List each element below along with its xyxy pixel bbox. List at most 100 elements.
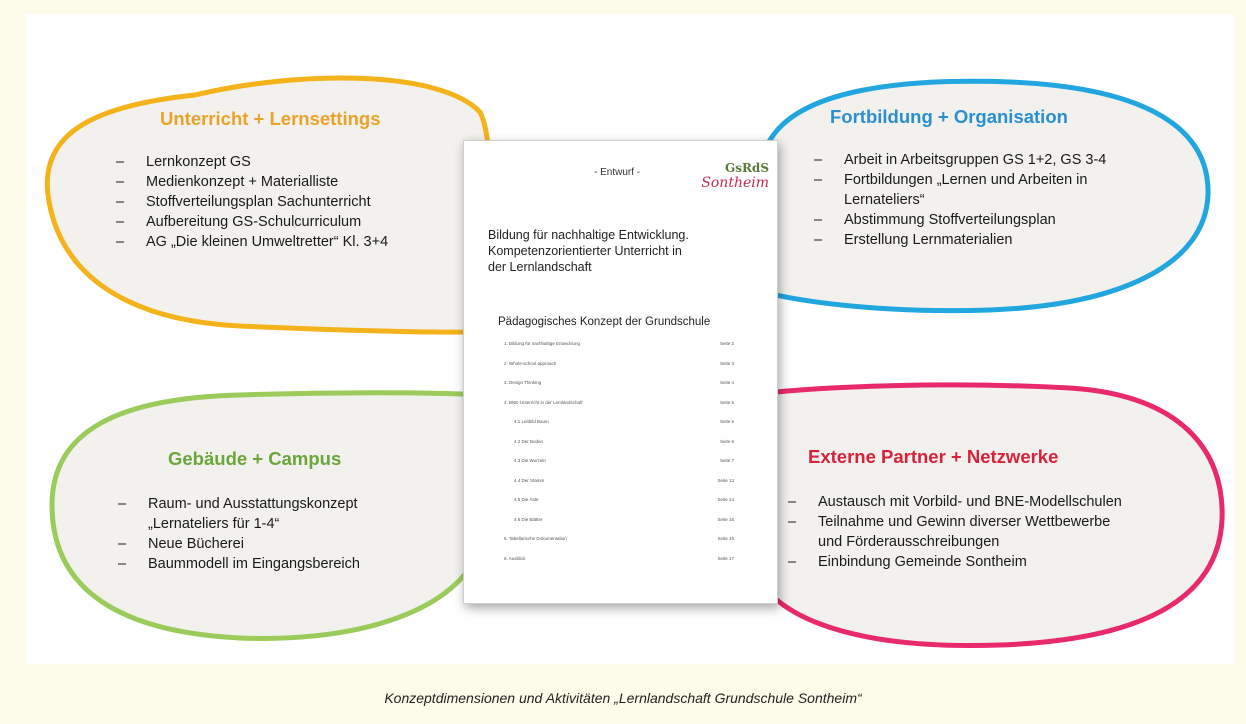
toc-entry-label: 4. BNE-Unterricht in der Lernlandschaft — [504, 399, 583, 405]
toc-entry-label: 4.2 Der Boden — [514, 438, 544, 444]
bubble-title: Unterricht + Lernsettings — [160, 108, 381, 129]
toc-entry-page: Seite 4 — [719, 380, 734, 385]
toc-entry-label: 4.6 Die Blätter — [514, 516, 543, 522]
bubble-list-item-text: Aufbereitung GS-Schulcurriculum — [146, 214, 362, 230]
logo-top-text: GsRdS — [724, 161, 769, 175]
logo-bottom-text: Sontheim — [701, 175, 769, 191]
dash-bullet-icon: – — [116, 234, 125, 250]
toc-entry-page: Seite 3 — [719, 360, 734, 366]
dash-bullet-icon: – — [814, 152, 823, 168]
bubble-list-item: – Stoffverteilungsplan Sachunterricht — [116, 192, 470, 212]
dash-bullet-icon: – — [116, 174, 125, 190]
toc-entry-label: 6. Ausblick — [504, 555, 526, 561]
bubble-list-item: –Teilnahme und Gewinn diverser Wettbewer… — [788, 512, 1220, 552]
bubble-list-item-text: Fortbildungen „Lernen und Arbeiten in Le… — [844, 172, 1088, 208]
toc-entry: 4.3 Die Wurzeln Seite 7 — [504, 458, 734, 478]
bubble-list: – Austausch mit Vorbild- und BNE-Modellsc… — [788, 492, 1220, 572]
bubble-list: – Arbeit in Arbeitsgruppen GS 1+2, GS 3-4… — [814, 150, 1190, 250]
toc-entry-page: Seite 16 — [717, 536, 734, 541]
bubble-list: –Raum- und Ausstattungskonzept „Lernatel… — [118, 494, 470, 574]
toc-entry-page: Seite 5 — [719, 399, 734, 405]
toc-entry: 4.5 Die Äste Seite 14 — [504, 497, 734, 517]
dash-bullet-icon: – — [814, 212, 823, 228]
dash-bullet-icon: – — [788, 494, 797, 510]
bubble-list: – Lernkonzept GS – Medienkonzept + Material… — [116, 152, 470, 252]
bubble-list-item: – AG „Die kleinen Umweltretter“ Kl. 3+4 — [116, 232, 470, 252]
bubble-list-item-text: Einbindung Gemeinde Sontheim — [818, 554, 1027, 570]
dash-bullet-icon: – — [116, 214, 125, 230]
document-title-line: der Lernlandschaft — [488, 260, 592, 274]
bubble-gebaeude: Gebäude + Campus –Raum- und Ausstattungs… — [90, 448, 470, 574]
bubble-title: Fortbildung + Organisation — [830, 106, 1068, 127]
bubble-list-item-text: Baummodell im Eingangsbereich — [148, 556, 360, 572]
bubble-list-item-text: AG „Die kleinen Umweltretter“ Kl. 3+4 — [146, 234, 389, 250]
toc-entry-page: Seite 7 — [719, 458, 734, 463]
document-title-line: Kompetenzorientierter Unterricht in — [488, 244, 682, 258]
dash-bullet-icon: – — [116, 154, 125, 170]
toc-entry-page: Seite 13 — [717, 477, 734, 483]
bubble-list-item-text: Austausch mit Vorbild- und BNE-Modellsch… — [818, 494, 1122, 510]
dash-bullet-icon: – — [116, 194, 125, 210]
bubble-list-item-text: Stoffverteilungsplan Sachunterricht — [146, 194, 371, 210]
bubble-list-item-text: Teilnahme und Gewinn diverser Wettbewerb… — [818, 514, 1111, 550]
dash-bullet-icon: – — [118, 536, 127, 552]
draft-label: - Entwurf - — [594, 167, 641, 178]
bubble-list-item: – Aufbereitung GS-Schulcurriculum — [116, 212, 470, 232]
bubble-outline-top-right — [752, 78, 1211, 314]
figure-caption: Konzeptdimensionen und Aktivitäten „Lern… — [384, 690, 862, 706]
bubble-list-item: – Baummodell im Eingangsbereich — [118, 554, 470, 574]
bubble-list-item: –Raum- und Ausstattungskonzept „Lernatel… — [118, 494, 470, 534]
toc-entry-label: 3. Design Thinking — [504, 380, 542, 385]
bubble-list-item-text: Arbeit in Arbeitsgruppen GS 1+2, GS 3-4 — [844, 152, 1107, 168]
bubble-list-item-text: Erstellung Lernmaterialien — [844, 232, 1013, 248]
bubble-list-item-text: Neue Bücherei — [148, 536, 244, 552]
bubble-title: Externe Partner + Netzwerke — [808, 446, 1059, 467]
bubble-list-item: – Abstimmung Stoffverteilungsplan — [814, 210, 1190, 230]
bubble-list-item-text: Medienkonzept + Materialliste — [146, 174, 339, 190]
dash-bullet-icon: – — [118, 556, 127, 572]
bubble-list-item: – Austausch mit Vorbild- und BNE-Modellsc… — [788, 492, 1220, 512]
document-subtitle: Pädagogisches Konzept der Grundschule — [498, 316, 711, 328]
bubble-fortbildung: Fortbildung + Organisation – Arbeit in Ar… — [790, 106, 1190, 250]
toc-entry-label: 4.4 Der Stamm — [514, 477, 545, 483]
bubble-list-item: – Einbindung Gemeinde Sontheim — [788, 552, 1220, 572]
toc-entry-label: 1. Bildung für nachhaltige Entwicklung — [504, 341, 581, 346]
toc-entry-page: Seite 14 — [717, 497, 734, 502]
bubble-list-item: – Lernkonzept GS — [116, 152, 470, 172]
document-title-line: Bildung für nachhaltige Entwicklung. — [488, 228, 689, 242]
bubble-list-item: – Fortbildungen „Lernen und Arbeiten in L… — [814, 170, 1190, 210]
bubble-list-item: – Arbeit in Arbeitsgruppen GS 1+2, GS 3-4 — [814, 150, 1190, 170]
bubble-list-item: – Neue Bücherei — [118, 534, 470, 554]
dash-bullet-icon: – — [814, 172, 823, 188]
toc-entry: 4.4 Der Stamm Seite 13 — [504, 478, 734, 498]
bubble-title: Gebäude + Campus — [168, 448, 342, 469]
toc-entry: 4.1 Leitbild Baum Seite 5 — [504, 419, 734, 439]
bubble-unterricht: Unterricht + Lernsettings – Lernkonzept G… — [90, 108, 470, 252]
bubble-externe-partner: Externe Partner + Netzwerke – Austausch m… — [780, 446, 1220, 572]
bubble-list-item-text: Abstimmung Stoffverteilungsplan — [844, 212, 1056, 228]
toc-entry-label: 5. Tabellarische Dokumentation — [504, 536, 567, 541]
bubble-outline-top-left — [44, 75, 504, 335]
document-title: Bildung für nachhaltige Entwicklung. Kom… — [488, 227, 768, 275]
toc-entry-label: 4.3 Die Wurzeln — [514, 458, 546, 463]
dash-bullet-icon: – — [814, 232, 823, 248]
toc-entry-page: Seite 5 — [719, 419, 734, 424]
toc-entry-label: 4.1 Leitbild Baum — [514, 419, 549, 424]
bubble-list-item: – Erstellung Lernmaterialien — [814, 230, 1190, 250]
bubble-list-item: – Medienkonzept + Materialliste — [116, 172, 470, 192]
concept-document: - Entwurf - GsRdS Sontheim Bildung für n… — [463, 140, 778, 604]
toc-entry-page: Seite 15 — [717, 516, 734, 522]
toc-entry-page: Seite 6 — [719, 438, 734, 444]
toc-entry-label: 4.5 Die Äste — [514, 497, 539, 502]
school-logo: GsRdS Sontheim — [689, 161, 769, 191]
toc-entry: 4.6 Die Blätter Seite 15 — [504, 517, 734, 537]
toc-entry-label: 2. Whole-school approach — [504, 360, 557, 366]
dash-bullet-icon: – — [118, 496, 127, 512]
toc-entry-page: Seite 17 — [717, 555, 734, 561]
toc-entry: 2. Whole-school approach Seite 3 — [504, 361, 734, 381]
bubble-list-item-text: Lernkonzept GS — [146, 154, 251, 170]
dash-bullet-icon: – — [788, 554, 797, 570]
